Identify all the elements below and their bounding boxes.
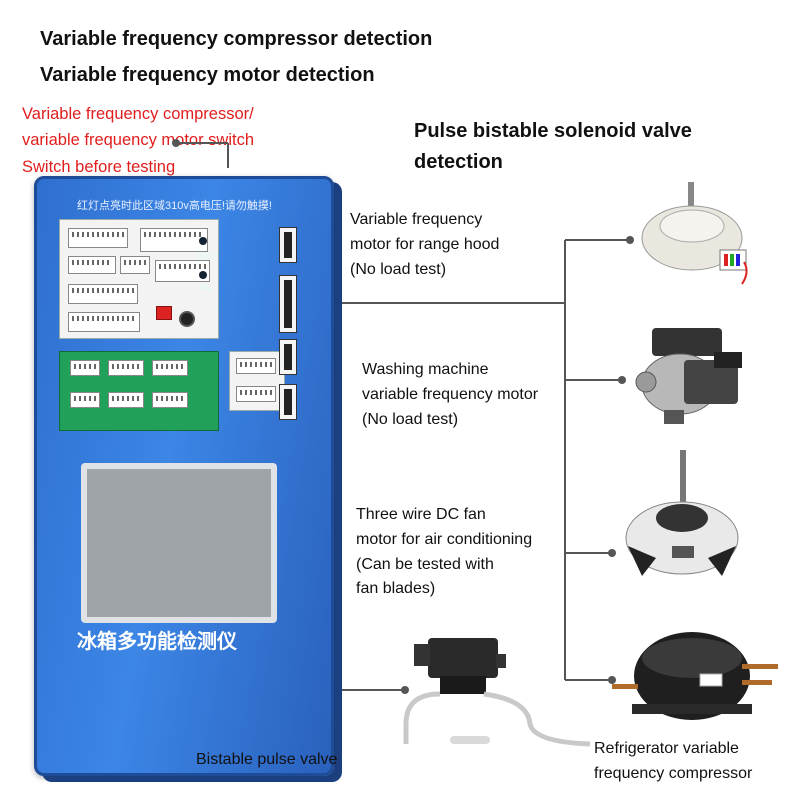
label-range-hood-line3: (No load test) bbox=[350, 260, 447, 278]
green-connector-panel bbox=[59, 351, 219, 431]
socket-2[interactable] bbox=[140, 228, 208, 252]
green-socket-3[interactable] bbox=[152, 360, 188, 376]
right-socket-1[interactable] bbox=[236, 358, 276, 374]
switch-note-line3: Switch before testing bbox=[22, 157, 176, 176]
right-socket-panel bbox=[229, 351, 285, 411]
label-washing-line3: (No load test) bbox=[362, 410, 459, 428]
washing-machine-motor-image bbox=[635, 328, 742, 424]
green-socket-1[interactable] bbox=[70, 360, 100, 376]
label-fan-line4: fan blades) bbox=[356, 580, 436, 598]
device-title: 冰箱多功能检测仪 bbox=[77, 629, 237, 653]
green-socket-5[interactable] bbox=[108, 392, 144, 408]
switch-knob[interactable] bbox=[179, 311, 195, 327]
heading-motor-detection: Variable frequency motor detection bbox=[40, 64, 375, 86]
socket-5[interactable] bbox=[155, 260, 210, 282]
socket-3[interactable] bbox=[68, 256, 116, 274]
indicator-310v-light bbox=[199, 237, 207, 245]
label-fan-line3: (Can be tested with bbox=[356, 555, 494, 573]
label-range-hood: Variable frequency motor for range hood … bbox=[350, 208, 499, 282]
label-compressor: Refrigerator variable frequency compress… bbox=[594, 737, 752, 787]
label-fan-line2: motor for air conditioning bbox=[356, 530, 533, 548]
label-compressor-line1: Refrigerator variable bbox=[594, 740, 739, 757]
switch-note: Variable frequency compressor/ variable … bbox=[22, 101, 254, 180]
switch-note-line1: Variable frequency compressor/ bbox=[22, 105, 254, 123]
range-hood-motor-image bbox=[641, 182, 748, 285]
label-dc-fan: Three wire DC fan motor for air conditio… bbox=[356, 503, 532, 602]
label-fan-line1: Three wire DC fan bbox=[356, 506, 486, 523]
red-connector[interactable] bbox=[156, 306, 172, 320]
device-warning-text: 红灯点亮时此区域310v高电压!请勿触摸! bbox=[77, 200, 272, 212]
switch-note-line2: variable frequency motor switch bbox=[22, 131, 255, 150]
right-socket-2[interactable] bbox=[236, 386, 276, 402]
bistable-pulse-valve-image bbox=[403, 638, 591, 747]
green-socket-6[interactable] bbox=[152, 392, 188, 408]
label-washing-line2: variable frequency motor bbox=[362, 385, 539, 403]
heading-solenoid-line2: detection bbox=[414, 151, 503, 173]
socket-6[interactable] bbox=[68, 284, 138, 304]
dc-fan-motor-image bbox=[625, 450, 739, 576]
socket-4[interactable] bbox=[120, 256, 150, 274]
label-washing-line1: Washing machine bbox=[362, 361, 489, 378]
heading-compressor-detection: Variable frequency compressor detection bbox=[40, 28, 433, 50]
green-socket-2[interactable] bbox=[108, 360, 144, 376]
green-socket-4[interactable] bbox=[70, 392, 100, 408]
indicator-310v-label: 310V bbox=[197, 251, 219, 261]
connector-panel bbox=[59, 219, 219, 339]
heading-solenoid-detection: Pulse bistable solenoid valve detection bbox=[414, 116, 692, 178]
indicator-pg-light bbox=[199, 271, 207, 279]
socket-1[interactable] bbox=[68, 228, 128, 248]
lcd-screen bbox=[81, 463, 277, 623]
label-pulse-valve: Bistable pulse valve bbox=[196, 751, 338, 768]
output-port-3[interactable] bbox=[279, 339, 297, 375]
label-range-hood-line1: Variable frequency bbox=[350, 211, 483, 228]
label-compressor-line2: frequency compressor bbox=[594, 764, 753, 782]
output-port-2[interactable] bbox=[279, 275, 297, 333]
label-washing-machine: Washing machine variable frequency motor… bbox=[362, 358, 538, 432]
output-port-1[interactable] bbox=[279, 227, 297, 263]
heading-solenoid-line1: Pulse bistable solenoid valve bbox=[414, 120, 692, 142]
compressor-image bbox=[612, 632, 778, 720]
output-port-4[interactable] bbox=[279, 384, 297, 420]
tester-device: 红灯点亮时此区域310v高电压!请勿触摸! 310V PG 冰箱多功能检测仪 bbox=[34, 176, 334, 776]
indicator-pg-label: PG bbox=[199, 283, 213, 293]
socket-7[interactable] bbox=[68, 312, 140, 332]
label-range-hood-line2: motor for range hood bbox=[350, 235, 500, 253]
